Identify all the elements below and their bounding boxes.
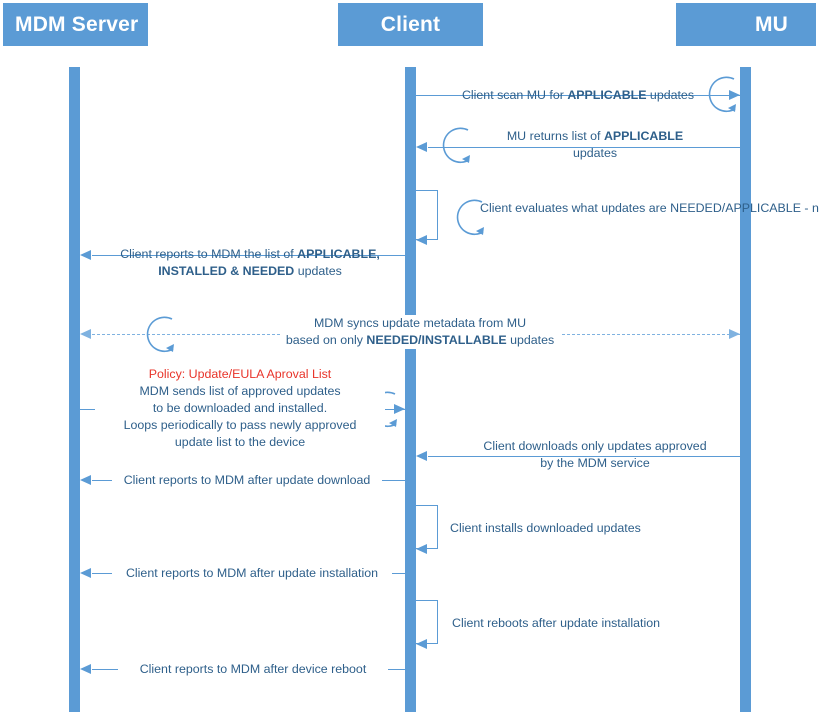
actor-header-mu[interactable]: MU: [676, 3, 816, 46]
message-label-m5: MDM syncs update metadata from MU based …: [280, 315, 560, 349]
arrow-head-m12: [80, 663, 91, 674]
message-line-m1: [416, 95, 740, 96]
arrow-head-m5-left: [80, 328, 91, 339]
message-line-m7: [428, 456, 740, 457]
arrow-head-m9: [416, 543, 427, 554]
message-line-m4: [92, 255, 405, 256]
actor-label-client: Client: [380, 12, 441, 36]
arrow-head-m4: [80, 249, 91, 260]
lifeline-client: [405, 67, 416, 712]
arrow-head-m10: [80, 567, 91, 578]
actor-label-mu: MU: [754, 12, 788, 36]
message-label-m9: Client installs downloaded updates: [450, 521, 641, 535]
loop-arrow-icon-m1: [708, 76, 736, 113]
message-label-m3: Client evaluates what updates are NEEDED…: [480, 201, 819, 215]
message-line-m2: [428, 147, 740, 148]
policy-note-m6: Policy: Update/EULA Aproval List: [148, 367, 332, 381]
message-label-m11: Client reboots after update installation: [452, 616, 661, 630]
message-label-m8: Client reports to MDM after update downl…: [112, 472, 382, 489]
actor-label-mdm-server: MDM Server: [15, 12, 139, 36]
message-label-m2: MU returns list of APPLICABLE updates: [506, 129, 684, 160]
self-message-bracket-m9: [416, 505, 438, 549]
arrow-head-m1: [729, 89, 740, 100]
message-label-m6: Policy: Update/EULA Aproval List MDM sen…: [95, 366, 385, 451]
message-label-m7: Client downloads only updates approved b…: [483, 439, 707, 470]
actor-header-mdm-server[interactable]: MDM Server: [3, 3, 148, 46]
arrow-head-m11: [416, 638, 427, 649]
arrow-head-m7: [416, 450, 427, 461]
lifeline-mu: [740, 67, 751, 712]
arrow-head-m6: [394, 403, 405, 414]
arrow-head-m8: [80, 474, 91, 485]
arrow-head-m5-right: [729, 328, 740, 339]
loop-arrow-icon-m2: [442, 127, 470, 164]
loop-arrow-icon-m3: [456, 199, 484, 236]
arrow-head-m2: [416, 141, 427, 152]
actor-header-client[interactable]: Client: [338, 3, 483, 46]
message-label-m12: Client reports to MDM after device reboo…: [118, 661, 388, 678]
arrow-head-m3: [416, 234, 427, 245]
message-label-m10: Client reports to MDM after update insta…: [112, 565, 392, 582]
message-label-m4: Client reports to MDM the list of APPLIC…: [120, 247, 380, 278]
self-message-bracket-m3: [416, 190, 438, 240]
self-message-bracket-m11: [416, 600, 438, 644]
loop-arrow-icon-m5: [146, 316, 174, 353]
message-label-m1: Client scan MU for APPLICABLE updates: [461, 88, 695, 102]
lifeline-mdm-server: [69, 67, 80, 712]
